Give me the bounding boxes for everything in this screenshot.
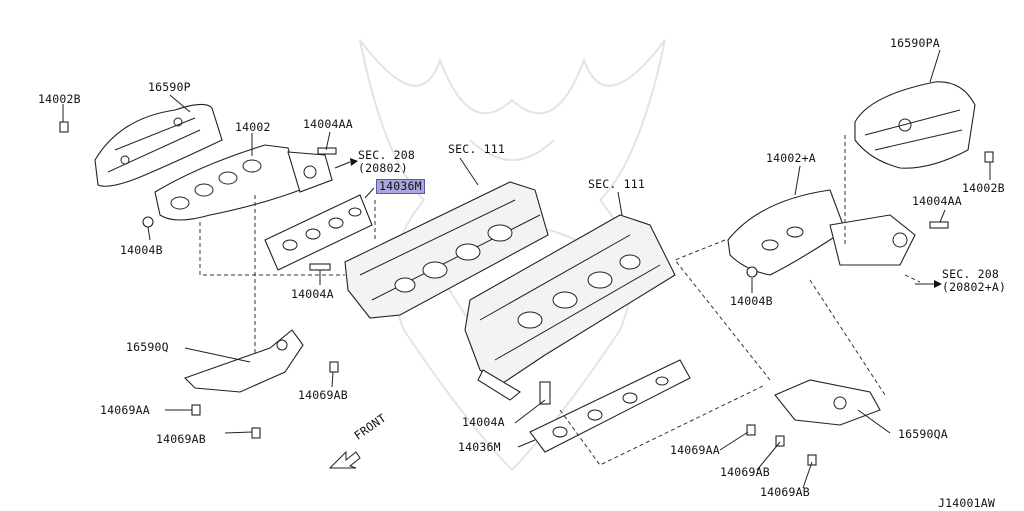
label-14069AA-right: 14069AA — [670, 443, 720, 457]
label-sec111-left: SEC. 111 — [448, 142, 505, 156]
label-14002B-left: 14002B — [38, 92, 81, 106]
bracket-16590QA — [774, 379, 881, 426]
label-14069AA-left: 14069AA — [100, 403, 150, 417]
label-14004AA-left: 14004AA — [303, 117, 353, 131]
diagram-id: J14001AW — [938, 496, 995, 510]
label-14069AB-left-1: 14069AB — [156, 432, 206, 446]
gasket-14036M-left — [264, 194, 373, 271]
cylinder-head-right — [464, 214, 676, 401]
front-arrow-icon — [328, 450, 361, 469]
label-14002B-right: 14002B — [962, 181, 1005, 195]
label-14069AB-left-2: 14069AB — [298, 388, 348, 402]
label-14004B-left: 14004B — [120, 243, 163, 257]
sec208-arrows — [334, 158, 942, 288]
label-sec111-mid: SEC. 111 — [588, 177, 645, 191]
label-14004A-mid: 14004A — [462, 415, 505, 429]
label-16590P: 16590P — [148, 80, 191, 94]
label-sec208-right: SEC. 208 — [942, 267, 999, 281]
dashed-guides — [199, 135, 921, 466]
label-16590PA: 16590PA — [890, 36, 940, 50]
label-14069AB-right-1: 14069AB — [720, 465, 770, 479]
label-14002A: 14002+A — [766, 151, 816, 165]
label-14036M-highlighted[interactable]: 14036M — [376, 179, 425, 194]
bolts — [59, 121, 994, 466]
label-sec208-right-sub: (20802+A) — [942, 280, 1007, 294]
gasket-14036M-bottom — [529, 359, 691, 453]
label-14004A-left: 14004A — [291, 287, 334, 301]
label-14069AB-right-2: 14069AB — [760, 485, 810, 499]
heat-shield-16590P — [94, 103, 223, 187]
leader-lines — [62, 49, 991, 489]
label-sec208-left-sub: (20802) — [358, 161, 408, 175]
label-14036M-bottom: 14036M — [458, 440, 501, 454]
heat-shield-16590PA — [854, 81, 976, 169]
label-16590QA: 16590QA — [898, 427, 948, 441]
label-sec208-left: SEC. 208 — [358, 148, 415, 162]
exhaust-manifold-14002 — [154, 144, 333, 221]
label-16590Q: 16590Q — [126, 340, 169, 354]
label-14004B-right: 14004B — [730, 294, 773, 308]
exhaust-manifold-14002A — [727, 189, 916, 276]
label-14002: 14002 — [235, 120, 271, 134]
label-14004AA-right: 14004AA — [912, 194, 962, 208]
cylinder-head-left — [344, 181, 549, 319]
